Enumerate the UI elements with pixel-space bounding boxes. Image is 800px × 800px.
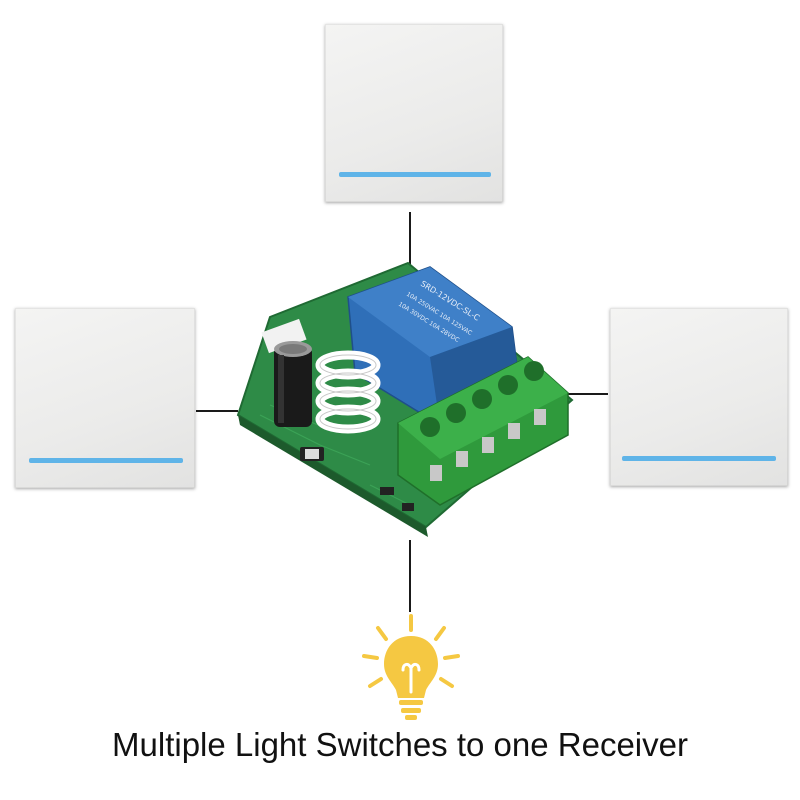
terminal-block: [397, 356, 569, 506]
indicator-bar: [29, 458, 183, 463]
indicator-bar: [339, 172, 491, 177]
wall-switch-top: [325, 24, 503, 202]
wire-right: [562, 393, 608, 395]
wire-left: [196, 410, 238, 412]
indicator-bar: [622, 456, 776, 461]
wire-bottom: [409, 540, 411, 612]
wire-top: [409, 212, 411, 272]
caption: Multiple Light Switches to one Receiver: [112, 726, 688, 763]
wall-switch-right: [610, 308, 788, 486]
capacitor: [274, 341, 312, 427]
relay-receiver-module: SRD-12VDC-SL-C 10A 250VAC 10A 125VAC 10A…: [236, 261, 574, 537]
wall-switch-left: [15, 308, 195, 488]
light-bulb-icon: [362, 614, 460, 720]
